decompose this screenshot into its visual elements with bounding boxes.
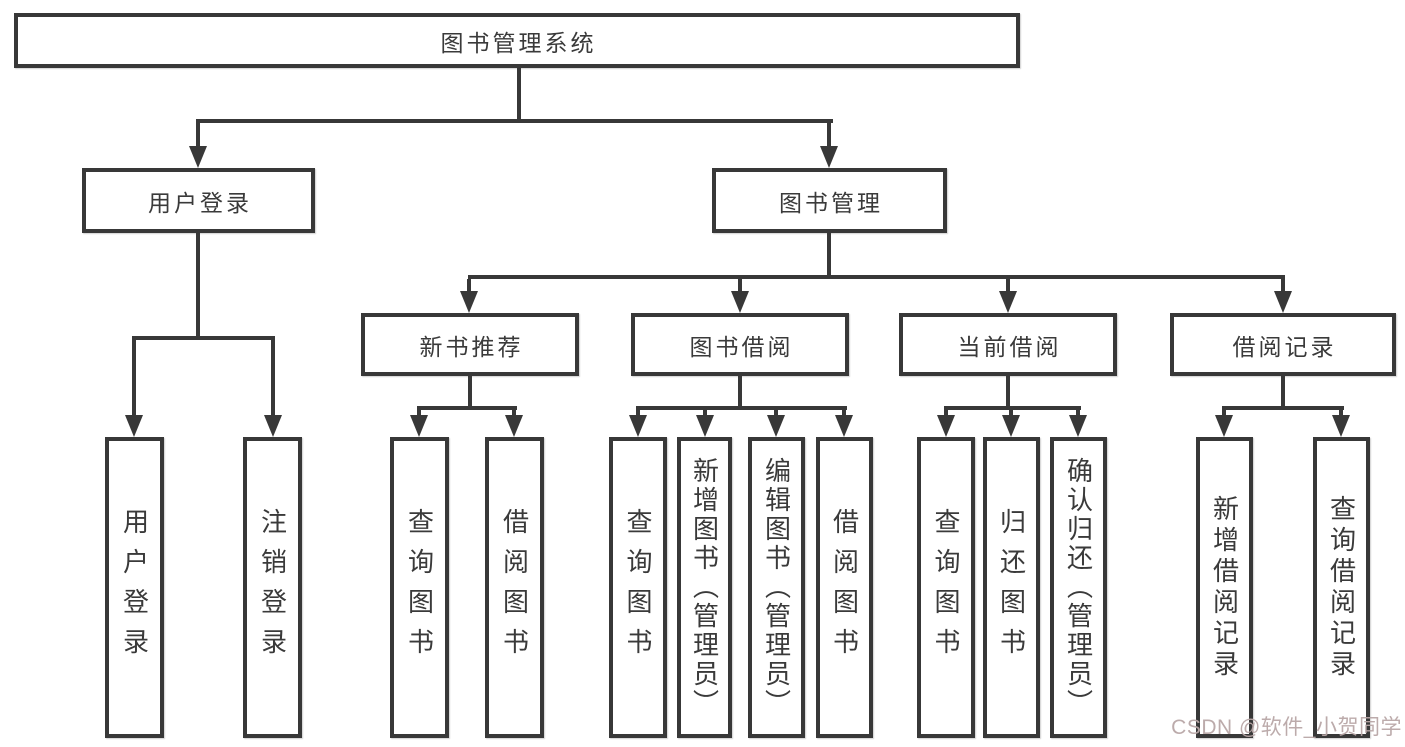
connector-drop <box>512 410 516 417</box>
arrow-down-icon <box>999 291 1017 313</box>
node-user-login-group: 用户登录 <box>82 168 315 233</box>
arrow-down-icon <box>460 291 478 313</box>
leaf-query-books-current: 查询图书 <box>917 437 975 738</box>
connector-group-stub <box>1006 376 1010 410</box>
leaf-borrow-books-2: 借阅图书 <box>816 437 873 738</box>
connector-bookmgmt-hline <box>468 275 1285 279</box>
arrow-down-icon <box>1332 415 1350 437</box>
arrow-down-icon <box>629 415 647 437</box>
connector-group-stub <box>468 376 472 410</box>
connector-bookmgmt-stub <box>827 233 831 279</box>
connector-drop <box>636 410 640 417</box>
connector-drop <box>842 410 846 417</box>
arrow-down-icon <box>835 415 853 437</box>
connector-group-hline <box>417 406 517 410</box>
node-book-management: 图书管理 <box>712 168 947 233</box>
connector-root-hline <box>196 119 833 123</box>
leaf-user-login: 用户登录 <box>105 437 164 738</box>
node-book-borrow: 图书借阅 <box>631 313 849 376</box>
node-borrow-records: 借阅记录 <box>1170 313 1396 376</box>
connector-drop-user-login <box>196 123 200 149</box>
connector-drop <box>944 410 948 417</box>
leaf-query-books-borrow: 查询图书 <box>609 437 667 738</box>
connector-drop <box>467 279 471 293</box>
leaf-add-book-admin: 新增图书（管理员） <box>677 437 732 738</box>
connector-drop <box>271 340 275 416</box>
connector-group-stub <box>738 376 742 410</box>
arrow-down-icon <box>505 415 523 437</box>
leaf-query-books-recommend: 查询图书 <box>390 437 449 738</box>
connector-group-hline <box>944 406 1081 410</box>
connector-group-hline <box>636 406 847 410</box>
connector-drop <box>1076 410 1080 417</box>
connector-root-stub <box>517 66 521 123</box>
arrow-down-icon <box>937 415 955 437</box>
connector-drop <box>1281 279 1285 293</box>
arrow-down-icon <box>264 415 282 437</box>
arrow-down-icon <box>189 146 207 168</box>
connector-drop <box>774 410 778 417</box>
node-root: 图书管理系统 <box>14 13 1020 68</box>
node-current-borrow: 当前借阅 <box>899 313 1117 376</box>
arrow-down-icon <box>731 291 749 313</box>
arrow-down-icon <box>125 415 143 437</box>
connector-drop <box>1009 410 1013 417</box>
node-new-book-recommend: 新书推荐 <box>361 313 579 376</box>
connector-drop <box>1339 410 1343 417</box>
connector-userlogin-stub <box>196 233 200 338</box>
connector-group-stub <box>1281 376 1285 410</box>
csdn-watermark: CSDN @软件_小贺同学 <box>1171 716 1402 739</box>
arrow-down-icon <box>696 415 714 437</box>
arrow-down-icon <box>1215 415 1233 437</box>
leaf-query-borrow-record: 查询借阅记录 <box>1313 437 1370 738</box>
arrow-down-icon <box>1002 415 1020 437</box>
leaf-logout: 注销登录 <box>243 437 302 738</box>
arrow-down-icon <box>410 415 428 437</box>
arrow-down-icon <box>1069 415 1087 437</box>
connector-group-hline <box>1222 406 1344 410</box>
connector-drop-book-management <box>827 123 831 149</box>
arrow-down-icon <box>1274 291 1292 313</box>
leaf-confirm-return-admin: 确认归还（管理员） <box>1050 437 1107 738</box>
connector-drop <box>132 340 136 416</box>
arrow-down-icon <box>767 415 785 437</box>
arrow-down-icon <box>820 146 838 168</box>
connector-drop <box>703 410 707 417</box>
leaf-borrow-books-recommend: 借阅图书 <box>485 437 544 738</box>
leaf-add-borrow-record: 新增借阅记录 <box>1196 437 1253 738</box>
connector-drop <box>1222 410 1226 417</box>
connector-userlogin-hline <box>132 336 275 340</box>
leaf-return-books: 归还图书 <box>983 437 1040 738</box>
connector-drop <box>1006 279 1010 293</box>
connector-drop <box>738 279 742 293</box>
connector-drop <box>417 410 421 417</box>
leaf-edit-book-admin: 编辑图书（管理员） <box>748 437 805 738</box>
